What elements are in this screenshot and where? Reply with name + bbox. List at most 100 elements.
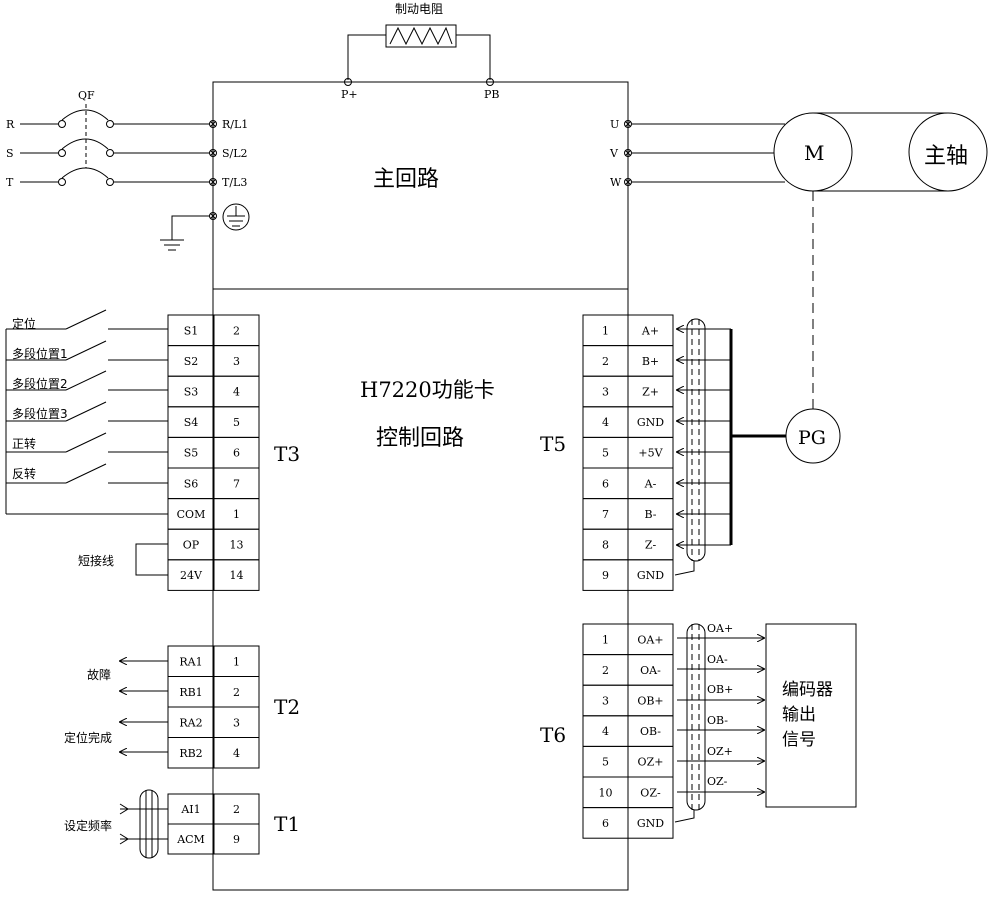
t5-terminal-number: 2 (602, 355, 609, 368)
encoder-output-label-3: 信号 (782, 730, 816, 750)
t6-terminal-name: OA+ (637, 633, 663, 646)
t6-cell-num (627, 807, 674, 839)
t6-terminal-number: 2 (602, 664, 609, 677)
t2-terminal-name: RB2 (179, 747, 202, 760)
t6-terminal-name: OB+ (637, 695, 663, 708)
u-label: U (610, 118, 619, 131)
t3-cell-num (213, 559, 260, 591)
v-label: V (609, 147, 619, 160)
t5-encoder-wires (674, 318, 731, 576)
pg-label: PG (798, 427, 826, 449)
t6-terminal-number: 3 (602, 695, 609, 708)
switch-label: 多段位置1 (12, 346, 68, 361)
t6-wire-label: OA- (707, 653, 728, 666)
t5-cell-num (627, 559, 674, 591)
t1-terminal-number: 9 (233, 833, 240, 846)
t6-label: T6 (540, 723, 566, 747)
encoder-output-box (765, 623, 857, 808)
encoder-output-label-2: 输出 (782, 705, 816, 725)
t3-terminal-number: 13 (230, 539, 244, 552)
t5-terminal-number: 1 (602, 324, 609, 337)
t5-terminal-name: +5V (638, 447, 663, 460)
t1-cell-num (213, 823, 260, 855)
t3-terminal-number: 2 (233, 324, 240, 337)
spindle-label: 主轴 (924, 144, 968, 169)
t2-cell-num (213, 737, 260, 769)
control-circuit-title: 控制回路 (376, 426, 464, 451)
set-frequency-label: 设定频率 (64, 818, 112, 833)
t3-terminal-name: OP (183, 539, 200, 552)
t5-terminal-name: GND (637, 569, 664, 582)
t6-terminal-name: GND (637, 817, 664, 830)
t3-terminal-number: 3 (233, 355, 240, 368)
t5-terminal-name: B- (644, 508, 656, 521)
r-label: R (6, 118, 15, 131)
t5-terminal-number: 4 (602, 416, 609, 429)
t6-terminal-number: 1 (602, 633, 609, 646)
qf-label: QF (78, 89, 95, 102)
jumper-label: 短接线 (78, 553, 114, 568)
inverter-body (212, 81, 629, 891)
positioning-done-label: 定位完成 (64, 730, 112, 745)
t3-terminal-name: S3 (184, 386, 199, 399)
t-label: T (6, 176, 14, 189)
t2-terminal-number: 3 (233, 716, 240, 729)
t2-terminal-name: RA2 (179, 716, 202, 729)
t5-terminal-number: 6 (602, 477, 609, 490)
t6-wire-labels: OA+OA-OB+OB-OZ+OZ- (707, 622, 733, 788)
t1-terminal-name: AI1 (180, 803, 200, 816)
t1-terminal-name: ACM (176, 833, 205, 846)
t3-terminal-number: 1 (233, 508, 240, 521)
t5-terminal-number: 8 (602, 539, 609, 552)
t3-terminal-name: S4 (184, 416, 199, 429)
p-plus-label: P+ (341, 88, 358, 101)
t5-terminal-number: 7 (602, 508, 609, 521)
t3-terminal-name: S2 (184, 355, 199, 368)
ground-icon (160, 203, 250, 251)
pb-label: PB (484, 88, 500, 101)
t5-terminal-number: 9 (602, 569, 609, 582)
t3-terminal-name: COM (177, 508, 206, 521)
t3-terminal-name: S6 (184, 477, 199, 490)
t6-terminal-number: 4 (602, 725, 609, 738)
encoder-output-label-1: 编码器 (782, 680, 833, 700)
t5-terminal-number: 3 (602, 386, 609, 399)
t3-terminal-number: 6 (233, 447, 240, 460)
t3-terminal-name: S1 (184, 324, 199, 337)
switch-label: 多段位置2 (12, 376, 68, 391)
t2-output-arrows (120, 661, 168, 752)
t5-terminal-name: Z+ (642, 386, 659, 399)
t1-analog-input (119, 789, 168, 859)
tl3-label: T/L3 (222, 176, 247, 189)
sl2-label: S/L2 (222, 147, 248, 160)
t2-terminal-name: RB1 (179, 686, 202, 699)
t1-terminal-number: 2 (233, 803, 240, 816)
t6-terminal-number: 6 (602, 817, 609, 830)
t5-terminal-name: Z- (645, 539, 657, 552)
motor-label: M (804, 141, 824, 165)
t3-terminal-number: 4 (233, 386, 240, 399)
t3-terminal-name: S5 (184, 447, 199, 460)
t6-terminal-name: OZ+ (638, 756, 664, 769)
input-breaker-qf (20, 104, 210, 186)
t2-terminal-number: 2 (233, 686, 240, 699)
t6-terminal-number: 10 (599, 786, 613, 799)
fault-label: 故障 (87, 667, 111, 682)
switch-label: 定位 (12, 316, 36, 331)
main-circuit-title: 主回路 (373, 167, 439, 192)
t5-terminal-name: GND (637, 416, 664, 429)
brake-resistor (344, 24, 494, 86)
t5-terminal-name: A- (644, 477, 657, 490)
t6-terminal-name: OA- (640, 664, 661, 677)
t6-wire-label: OZ- (707, 775, 728, 788)
t6-output-wires (674, 623, 764, 823)
t5-label: T5 (540, 432, 566, 456)
t6-wire-label: OZ+ (707, 745, 733, 758)
w-label: W (610, 176, 622, 189)
